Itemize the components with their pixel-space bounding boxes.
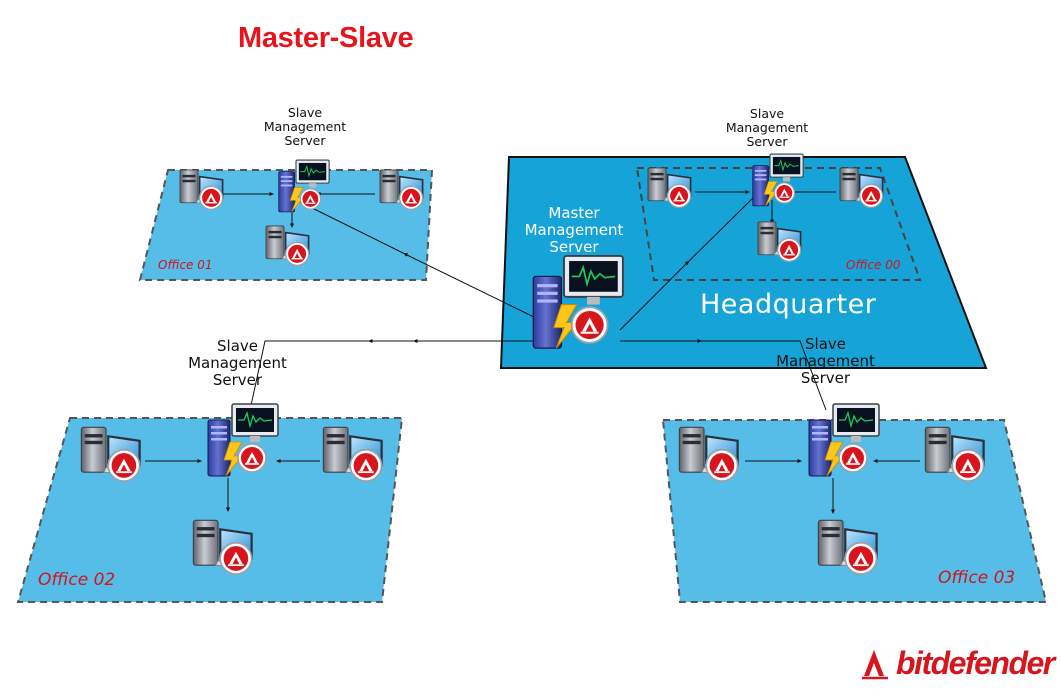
slave-server-label-office02: Slave Management Server xyxy=(188,337,287,389)
office02-label: Office 02 xyxy=(38,570,116,590)
diagram-title: Master-Slave xyxy=(238,22,414,54)
master-server-label: Master Management Server xyxy=(524,204,624,256)
slave-server-label-office03: Slave Management Server xyxy=(776,335,875,387)
office03-label: Office 03 xyxy=(938,568,1016,588)
bitdefender-logo: bitdefender xyxy=(896,645,1055,681)
office00-label: Office 00 xyxy=(846,258,901,272)
slave-server-label-office01: Slave Management Server xyxy=(263,105,347,148)
bitdefender-logo-icon xyxy=(862,650,888,680)
slave-server-label-hq: Slave Management Server xyxy=(725,106,809,149)
office01-label: Office 01 xyxy=(158,258,213,272)
headquarter-label: Headquarter xyxy=(700,289,877,320)
